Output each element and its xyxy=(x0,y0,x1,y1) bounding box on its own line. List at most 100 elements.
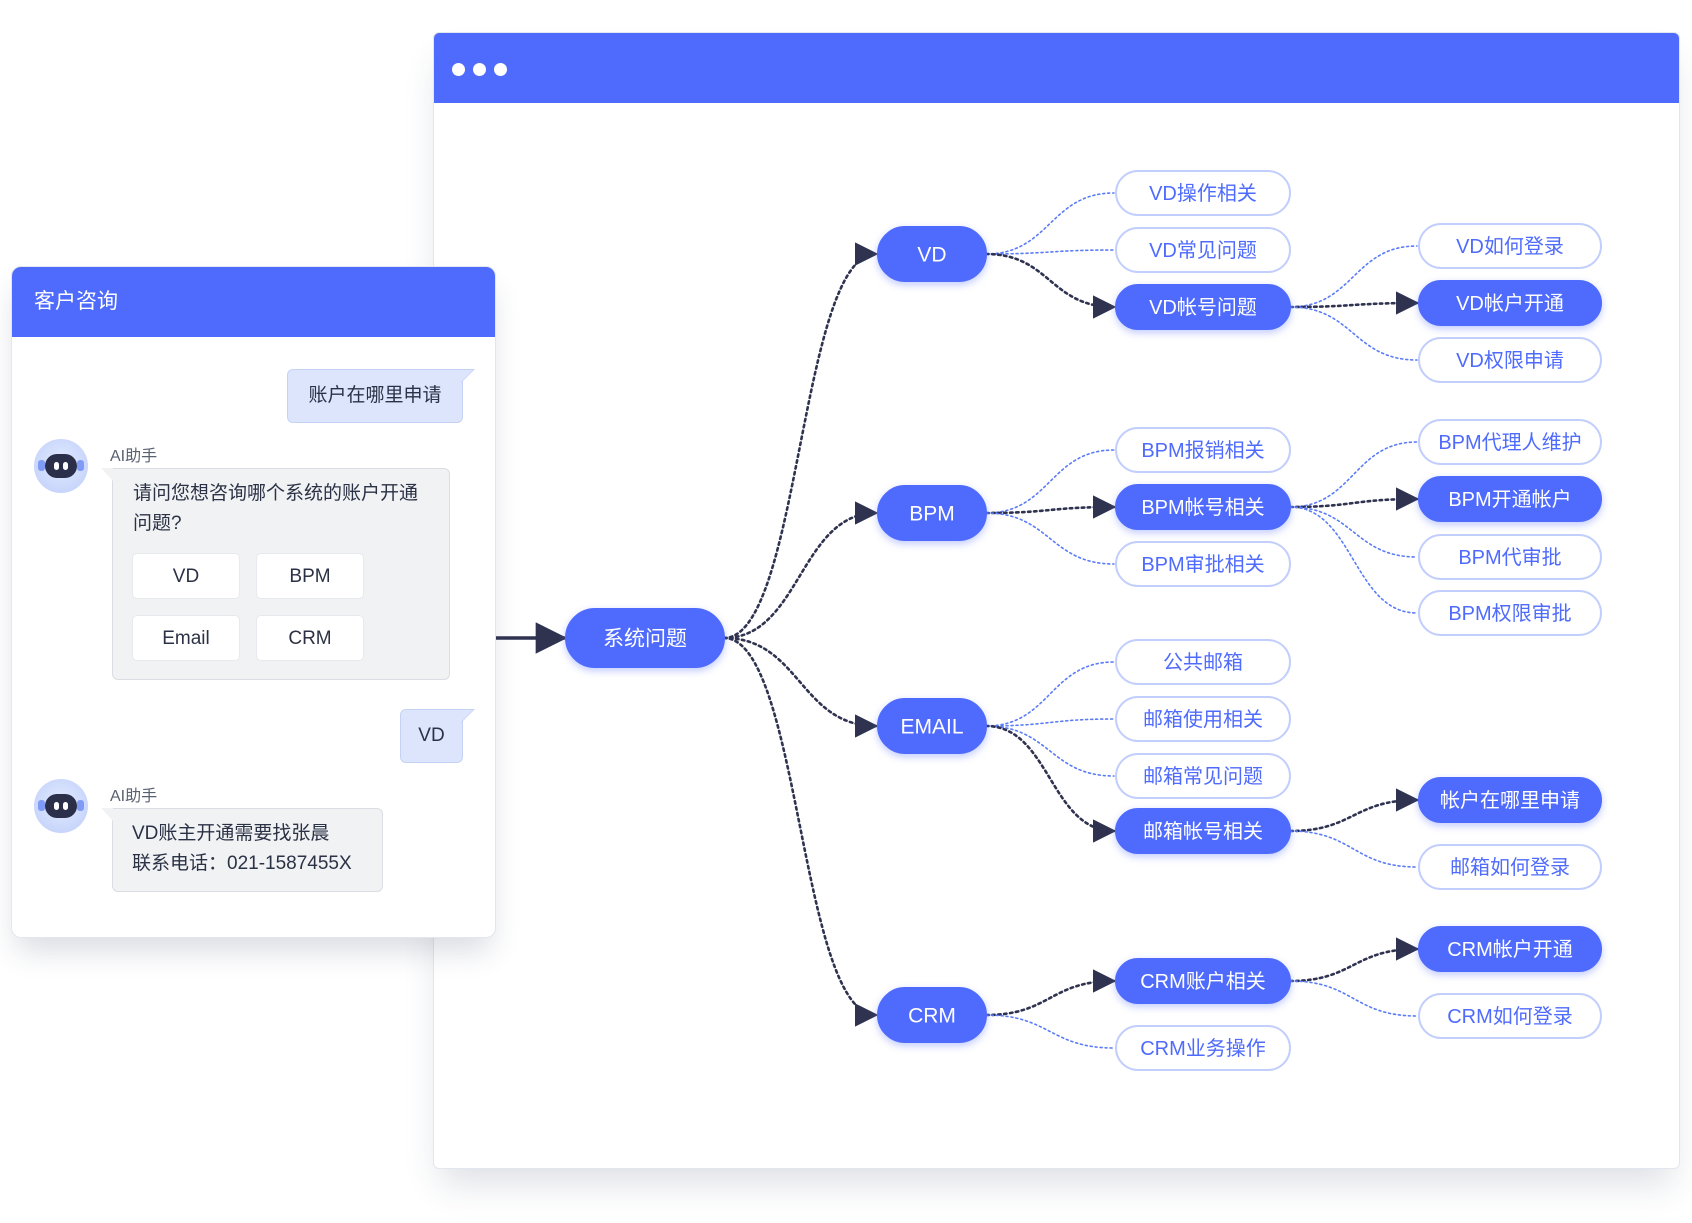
leaf-node-label: VD如何登录 xyxy=(1456,235,1564,258)
leaf-node[interactable]: VD权限申请 xyxy=(1418,337,1602,383)
branch-node-shape xyxy=(877,226,987,282)
leaf-node[interactable]: VD如何登录 xyxy=(1418,223,1602,269)
topic-node-label: CRM账户相关 xyxy=(1140,970,1266,993)
leaf-node-label: BPM开通帐户 xyxy=(1448,488,1571,511)
leaf-node-label: BPM权限审批 xyxy=(1448,602,1571,625)
topic-node[interactable]: BPM帐号相关 xyxy=(1115,484,1291,530)
topic-node-shape xyxy=(1115,284,1291,330)
topic-node-label: VD常见问题 xyxy=(1149,239,1257,262)
bot-message-bubble: VD账主开通需要找张晨 联系电话：021-1587455X xyxy=(101,808,383,892)
highlight-connector xyxy=(1288,487,1420,511)
connector-line xyxy=(1289,306,1418,361)
topic-node-shape xyxy=(1115,427,1291,473)
topic-node-shape xyxy=(1115,696,1291,742)
leaf-node-shape xyxy=(1418,844,1602,890)
option-button-bpm[interactable]: BPM xyxy=(256,553,364,599)
highlight-connector xyxy=(1288,788,1420,833)
robot-eye-icon xyxy=(54,802,59,810)
connector-line xyxy=(985,512,1115,565)
topic-node[interactable]: 邮箱帐号相关 xyxy=(1115,808,1291,854)
leaf-node[interactable]: CRM帐户开通 xyxy=(1418,926,1602,972)
chat-title: 客户咨询 xyxy=(12,267,495,337)
branch-node[interactable]: VD xyxy=(877,226,987,282)
branch-node-label: BPM xyxy=(909,503,955,526)
option-button-vd[interactable]: VD xyxy=(132,553,240,599)
bubble-tail xyxy=(101,468,113,481)
leaf-node-label: 邮箱如何登录 xyxy=(1450,856,1570,879)
connector-line xyxy=(1289,830,1418,868)
leaf-node-shape xyxy=(1418,223,1602,269)
topic-node-shape xyxy=(1115,808,1291,854)
bot-message-line: VD账主开通需要找张晨 xyxy=(132,823,330,844)
leaf-node[interactable]: CRM如何登录 xyxy=(1418,993,1602,1039)
topic-node-label: CRM业务操作 xyxy=(1140,1037,1266,1060)
leaf-node-label: 帐户在哪里申请 xyxy=(1440,789,1580,812)
topic-node-shape xyxy=(1115,484,1291,530)
connector-line xyxy=(985,661,1115,727)
connector-line xyxy=(985,725,1115,777)
highlight-connector xyxy=(722,636,879,1027)
branch-node-label: VD xyxy=(917,244,946,267)
leaf-node-shape xyxy=(1418,280,1602,326)
root-node[interactable]: 系统问题 xyxy=(565,608,725,668)
leaf-node[interactable]: BPM开通帐户 xyxy=(1418,476,1602,522)
connector-line xyxy=(1289,506,1418,558)
highlight-connector xyxy=(984,495,1117,519)
topic-node-label: 邮箱使用相关 xyxy=(1143,708,1263,731)
leaf-node[interactable]: VD帐户开通 xyxy=(1418,280,1602,326)
highlight-connector xyxy=(1288,937,1420,983)
connector-line xyxy=(1289,506,1418,614)
connector-line xyxy=(985,1014,1115,1049)
topic-node[interactable]: 邮箱常见问题 xyxy=(1115,753,1291,799)
leaf-node[interactable]: BPM代审批 xyxy=(1418,534,1602,580)
topic-node[interactable]: 邮箱使用相关 xyxy=(1115,696,1291,742)
topic-node[interactable]: VD操作相关 xyxy=(1115,170,1291,216)
connector-line xyxy=(985,249,1115,255)
chat-panel: 客户咨询 账户在哪里申请 AI助手 请问您想咨询哪个系统的账户开通 问题? VD… xyxy=(11,266,496,938)
leaf-node-shape xyxy=(1418,476,1602,522)
topic-node[interactable]: VD帐号问题 xyxy=(1115,284,1291,330)
leaf-node[interactable]: BPM代理人维护 xyxy=(1418,419,1602,465)
leaf-node-label: VD权限申请 xyxy=(1456,349,1564,372)
robot-face-icon xyxy=(45,454,77,478)
connector-line xyxy=(985,718,1115,727)
topic-node-label: VD帐号问题 xyxy=(1149,296,1257,319)
option-button-crm[interactable]: CRM xyxy=(256,615,364,661)
window-dot-icon xyxy=(494,63,507,76)
robot-ear-icon xyxy=(38,800,45,811)
topic-node[interactable]: 公共邮箱 xyxy=(1115,639,1291,685)
branch-node-shape xyxy=(877,987,987,1043)
branch-node[interactable]: CRM xyxy=(877,987,987,1043)
user-message-text: 账户在哪里申请 xyxy=(308,385,442,406)
leaf-node-shape xyxy=(1418,534,1602,580)
topic-node-shape xyxy=(1115,227,1291,273)
topic-node[interactable]: VD常见问题 xyxy=(1115,227,1291,273)
branch-node[interactable]: BPM xyxy=(877,485,987,541)
robot-eye-icon xyxy=(54,462,59,470)
leaf-node[interactable]: 邮箱如何登录 xyxy=(1418,844,1602,890)
robot-ear-icon xyxy=(77,800,84,811)
branch-node[interactable]: EMAIL xyxy=(877,698,987,754)
option-button-email[interactable]: Email xyxy=(132,615,240,661)
topic-node[interactable]: CRM账户相关 xyxy=(1115,958,1291,1004)
topic-node-shape xyxy=(1115,958,1291,1004)
leaf-node-shape xyxy=(1418,993,1602,1039)
topic-node[interactable]: CRM业务操作 xyxy=(1115,1025,1291,1071)
topic-node-label: BPM报销相关 xyxy=(1141,439,1264,462)
bot-avatar xyxy=(34,439,88,493)
leaf-node-shape xyxy=(1418,777,1602,823)
leaf-node-label: CRM如何登录 xyxy=(1447,1005,1573,1028)
robot-ear-icon xyxy=(38,460,45,471)
leaf-node[interactable]: BPM权限审批 xyxy=(1418,590,1602,636)
user-message-bubble: 账户在哪里申请 xyxy=(287,369,475,423)
bot-message-bubble: 请问您想咨询哪个系统的账户开通 问题? VD BPM Email CRM xyxy=(101,468,450,680)
topic-node-shape xyxy=(1115,1025,1291,1071)
topic-node[interactable]: BPM报销相关 xyxy=(1115,427,1291,473)
robot-eye-icon xyxy=(63,802,68,810)
connector-line xyxy=(1289,980,1418,1017)
leaf-node[interactable]: 帐户在哪里申请 xyxy=(1418,777,1602,823)
highlight-connector xyxy=(722,636,879,738)
topic-node[interactable]: BPM审批相关 xyxy=(1115,541,1291,587)
bot-avatar xyxy=(34,779,88,833)
topic-node-label: VD操作相关 xyxy=(1149,182,1257,205)
